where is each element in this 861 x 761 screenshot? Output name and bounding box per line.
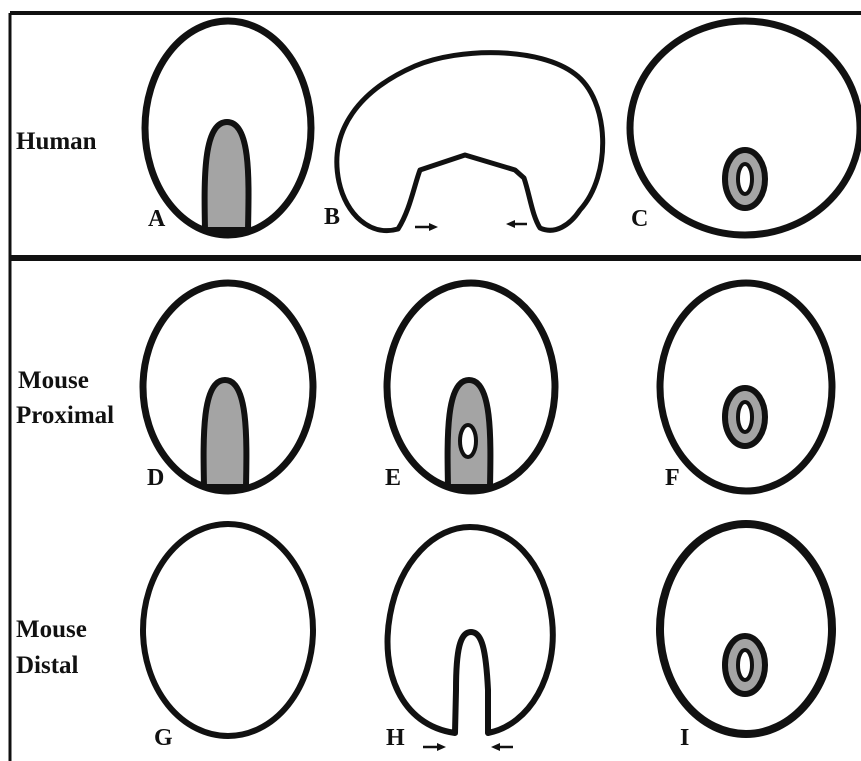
lumen-hole <box>738 164 752 194</box>
arrow-left <box>506 220 527 228</box>
cleft-outline <box>388 527 553 733</box>
lumen-hole <box>738 650 752 680</box>
panel-letter-d: D <box>147 465 164 491</box>
lumen-hole <box>460 425 476 457</box>
arrow-right <box>415 223 438 231</box>
arrow-left <box>491 743 513 751</box>
panel-letter-e: E <box>385 465 401 491</box>
row-label-mouse-proximal: Mouse Proximal <box>16 367 114 429</box>
panel-g: G <box>143 524 313 751</box>
outline-oval <box>143 524 313 736</box>
panel-f: F <box>660 283 832 491</box>
panel-b: B <box>324 53 603 231</box>
panel-letter-a: A <box>148 206 166 232</box>
panel-letter-i: I <box>680 725 689 751</box>
grey-tissue <box>204 380 247 487</box>
lumen-hole <box>738 402 752 432</box>
panel-letter-g: G <box>154 725 173 751</box>
panel-a: A <box>145 21 311 235</box>
arrow-right <box>423 743 446 751</box>
row-label-mouse-distal: Mouse Distal <box>16 616 93 679</box>
panel-letter-h: H <box>386 725 405 751</box>
arrow-left-head <box>491 743 500 751</box>
panel-letter-c: C <box>631 206 648 232</box>
crescent-outline <box>337 53 603 231</box>
panel-d: D <box>143 283 313 491</box>
grey-tissue <box>205 122 249 230</box>
panel-e: E <box>385 283 555 491</box>
panel-c: C <box>630 21 860 235</box>
row-label-human: Human <box>16 128 97 155</box>
panel-letter-b: B <box>324 204 340 230</box>
arrow-right-head <box>437 743 446 751</box>
arrow-right-head <box>429 223 438 231</box>
panel-letter-f: F <box>665 465 680 491</box>
panel-i: I <box>660 524 832 751</box>
panel-h: H <box>386 527 553 751</box>
arrow-left-head <box>506 220 515 228</box>
outline-oval <box>660 524 832 734</box>
